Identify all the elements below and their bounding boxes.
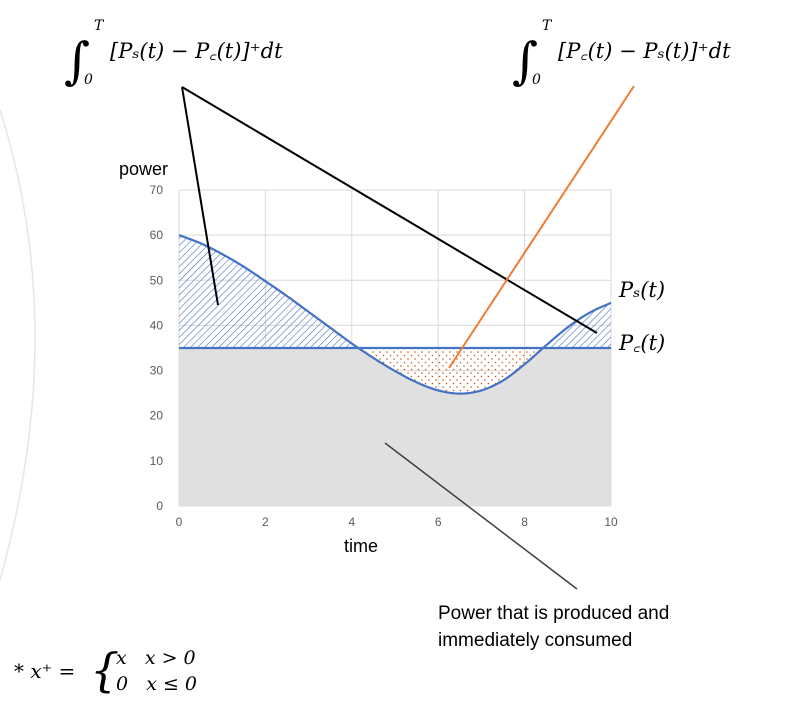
integral-sign-left: ∫: [64, 32, 90, 90]
footnote: * x⁺ = { x x > 0 0 x ≤ 0: [14, 643, 197, 697]
series-lines: [179, 234, 611, 395]
y-tick-label: 60: [150, 228, 164, 242]
decorative-arc: [0, 109, 36, 581]
y-tick-label: 70: [150, 183, 164, 197]
x-tick-label: 8: [521, 515, 528, 529]
y-tick-label: 10: [150, 454, 164, 468]
x-tick-label: 0: [176, 515, 183, 529]
integral-upper-left: T: [94, 18, 105, 34]
integral-lower-left: 0: [84, 72, 93, 88]
pointer-lines: [181, 85, 635, 590]
integral-lower-right: 0: [532, 72, 541, 88]
annotation-line-1: Power that is produced and: [438, 603, 669, 624]
y-axis-label: power: [119, 159, 168, 179]
y-tick-label: 30: [150, 364, 164, 378]
x-tick-label: 10: [604, 515, 618, 529]
footnote-case-2: 0 x ≤ 0: [116, 673, 197, 695]
footnote-case-1: x x > 0: [116, 647, 196, 669]
pointer-black-right: [181, 86, 598, 334]
pointer-orange: [448, 85, 635, 369]
axis-ticks: 0 10 20 30 40 50 60 70 0 2 4 6 8 10: [150, 183, 618, 529]
annotation-line-2: immediately consumed: [438, 630, 632, 651]
footnote-brace: {: [90, 643, 119, 697]
ps-label: Pₛ(t): [618, 278, 665, 302]
y-tick-label: 0: [156, 499, 163, 513]
formula-left: ∫ T 0 [Pₛ(t) − P꜀(t)]⁺dt: [64, 18, 283, 90]
y-tick-label: 40: [150, 318, 164, 332]
formula-right: ∫ T 0 [P꜀(t) − Pₛ(t)]⁺dt: [512, 18, 731, 90]
x-tick-label: 2: [262, 515, 269, 529]
y-tick-label: 50: [150, 273, 164, 287]
pointer-black-left: [181, 86, 219, 306]
integral-sign-right: ∫: [512, 32, 538, 90]
x-axis-label: time: [344, 536, 378, 556]
x-tick-label: 6: [435, 515, 442, 529]
formula-right-body: [P꜀(t) − Pₛ(t)]⁺dt: [558, 39, 731, 63]
integral-upper-right: T: [542, 18, 553, 34]
pc-label: P꜀(t): [618, 331, 665, 355]
formula-left-body: [Pₛ(t) − P꜀(t)]⁺dt: [110, 39, 283, 63]
consumed-area: [179, 348, 611, 506]
footnote-lhs: * x⁺ =: [14, 659, 75, 683]
y-tick-label: 20: [150, 409, 164, 423]
surplus-hatched-area: [179, 235, 611, 348]
pointer-gray: [384, 442, 578, 590]
ps-series-line: [179, 234, 611, 395]
x-tick-label: 4: [348, 515, 355, 529]
